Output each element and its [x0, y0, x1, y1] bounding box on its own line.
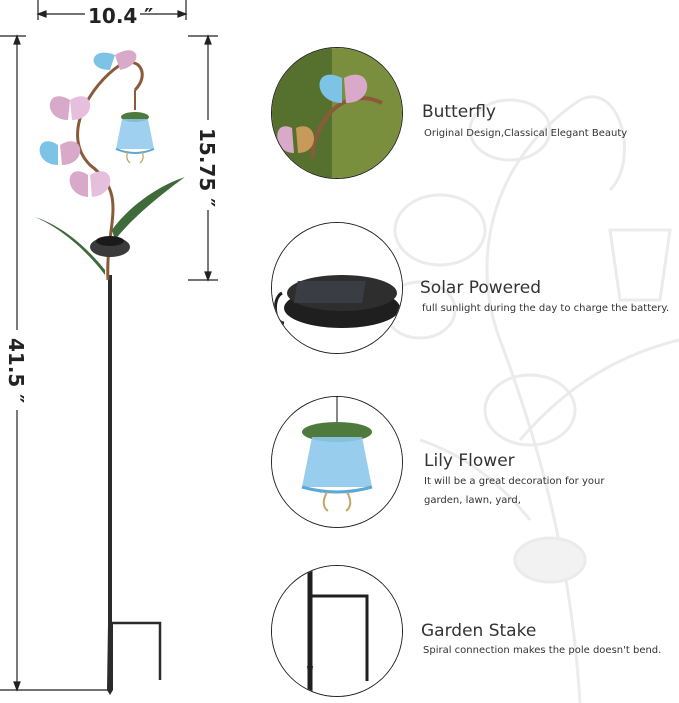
feature-desc-solar-powered: full sunlight during the day to charge t… — [422, 303, 670, 314]
background-product-watermark — [383, 95, 679, 703]
feature-desc-butterfly: Original Design,Classical Elegant Beauty — [424, 128, 628, 139]
feature-title-lily-flower: Lily Flower — [424, 451, 515, 471]
lily-flower-feature-image — [271, 396, 403, 528]
butterfly-2 — [49, 96, 91, 120]
feature-title-butterfly: Butterfly — [422, 102, 496, 122]
dimension-lines — [0, 0, 218, 692]
product-illustration — [35, 50, 185, 695]
feature-desc-garden-stake: Spiral connection makes the pole doesn't… — [423, 645, 662, 656]
butterfly-4 — [69, 171, 111, 197]
top-height-dimension-label: 15.75 ″ — [195, 128, 219, 208]
butterfly-feature-image — [271, 47, 403, 179]
lantern-shape — [115, 112, 155, 164]
feature-desc-lily-flower: It will be a great decoration for your g… — [424, 476, 605, 506]
butterfly-1 — [93, 50, 137, 70]
butterfly-3 — [39, 141, 81, 165]
feature-title-garden-stake: Garden Stake — [421, 621, 537, 641]
solar-panel-feature-image — [271, 222, 403, 354]
feature-title-solar-powered: Solar Powered — [420, 278, 542, 298]
total-height-dimension-label: 41.5 ″ — [4, 338, 28, 404]
width-dimension-label: 10.4 ″ — [88, 4, 154, 28]
garden-stake-feature-image — [271, 565, 403, 697]
